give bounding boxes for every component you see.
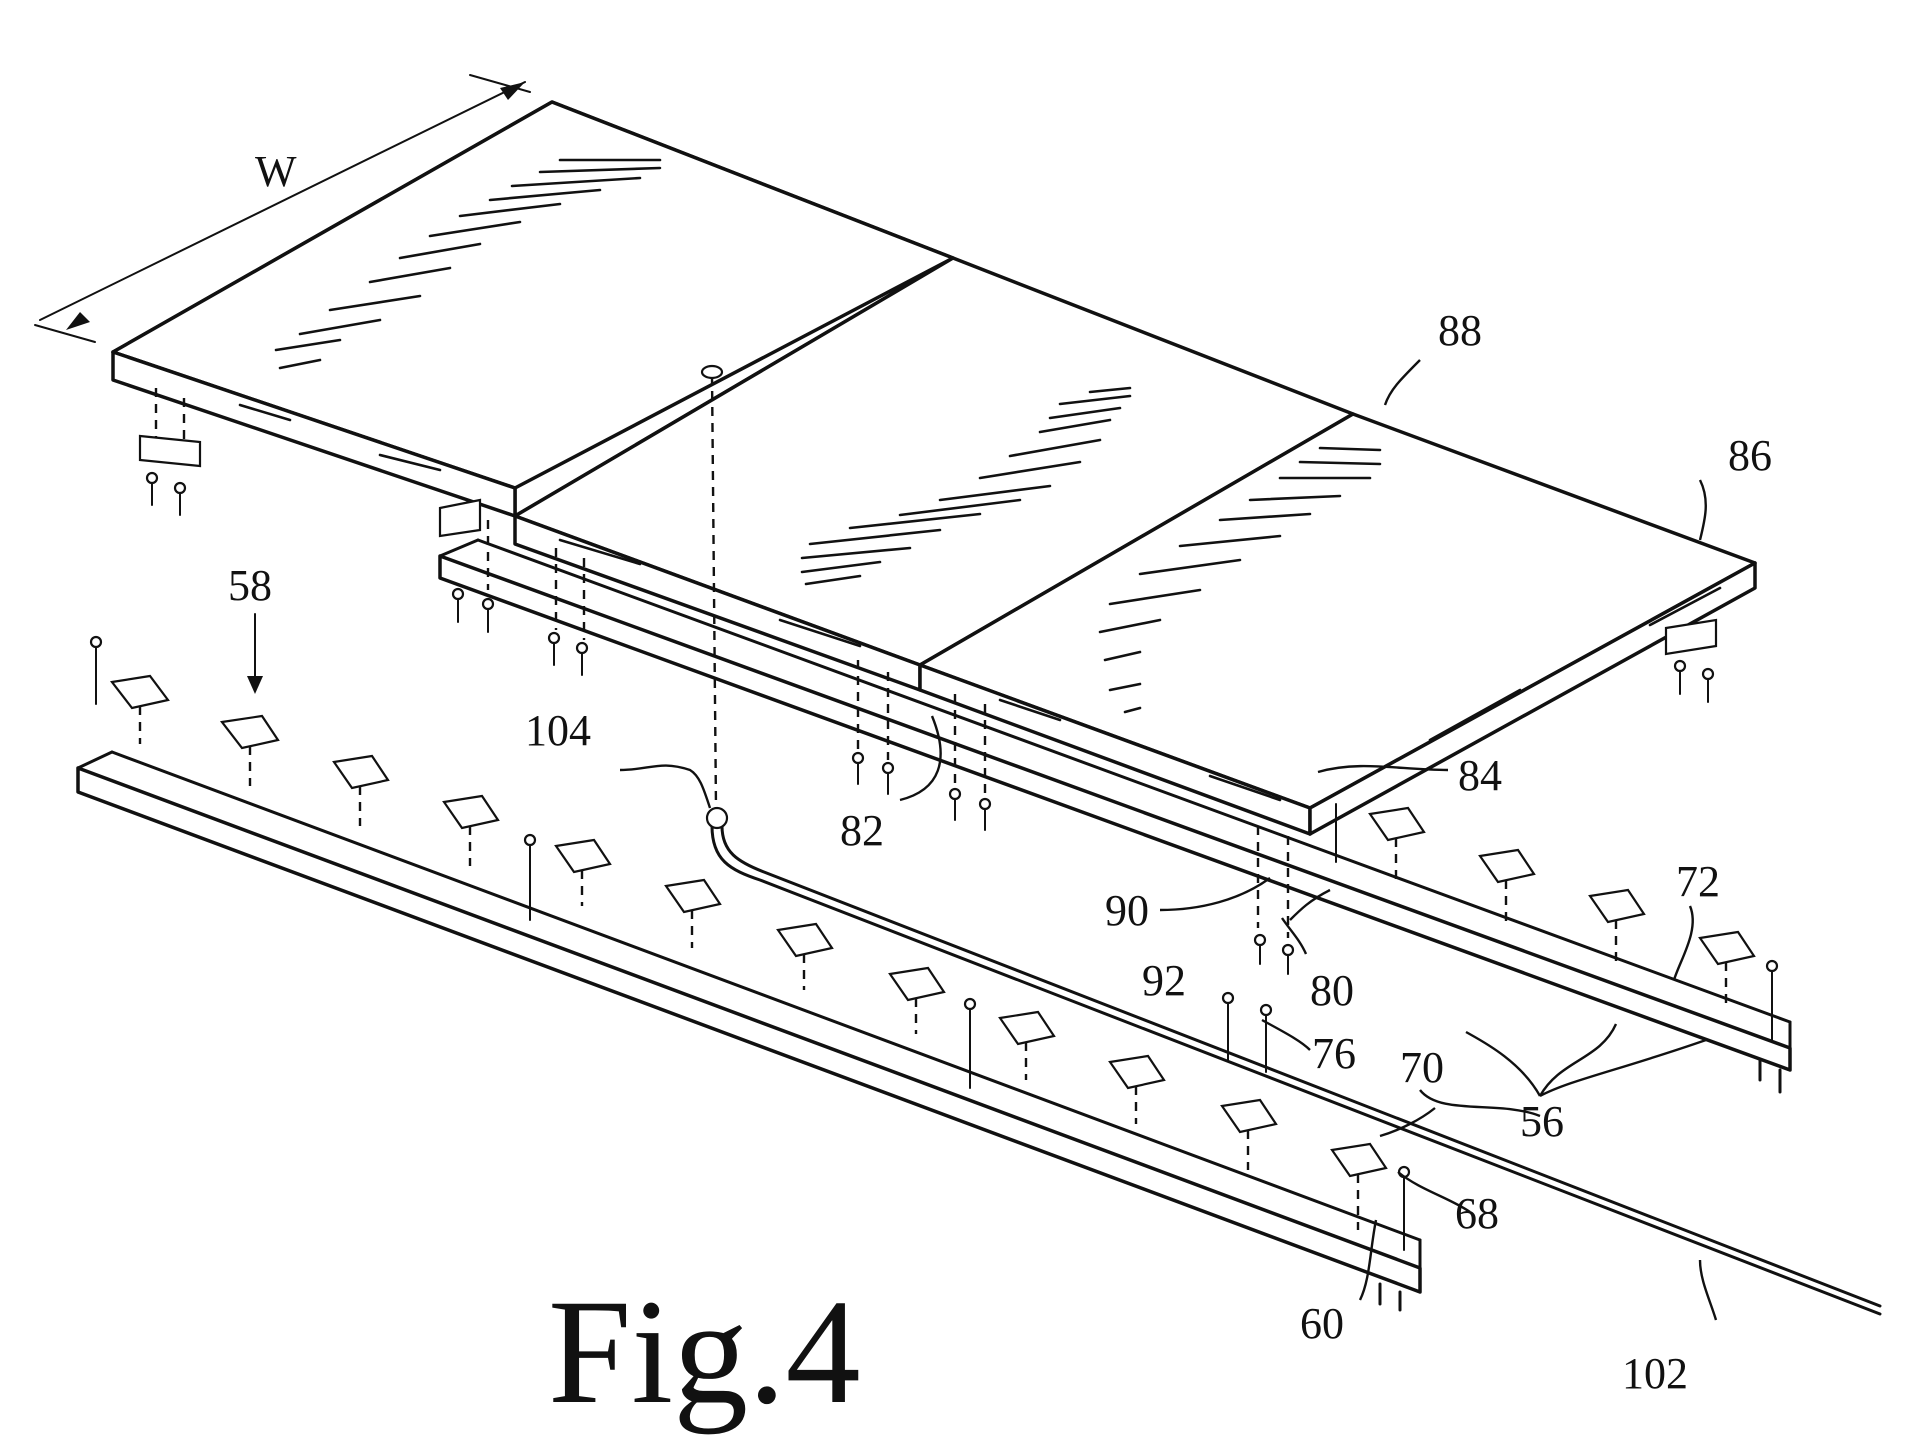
clip-f4 xyxy=(444,796,498,866)
front-rail xyxy=(78,752,1420,1310)
clip-f2 xyxy=(222,716,278,786)
ref-58: 58 xyxy=(228,561,272,610)
ref-102: 102 xyxy=(1622,1349,1688,1398)
clip-f11 xyxy=(1222,1100,1276,1170)
ref-56: 56 xyxy=(1520,1097,1564,1146)
clip-f8 xyxy=(890,968,944,1034)
clip-f1 xyxy=(112,676,168,744)
width-label: W xyxy=(255,147,297,196)
clip-f5 xyxy=(556,840,610,906)
clip-f3 xyxy=(334,756,388,826)
ref-90: 90 xyxy=(1105,886,1149,935)
ref-86: 86 xyxy=(1728,431,1772,480)
ref-76: 76 xyxy=(1312,1029,1356,1078)
ref-68: 68 xyxy=(1455,1189,1499,1238)
ref-104: 104 xyxy=(525,706,591,755)
clip-f9 xyxy=(1000,1012,1054,1080)
ref-84: 84 xyxy=(1458,751,1502,800)
ref-60: 60 xyxy=(1300,1299,1344,1348)
ref-82: 82 xyxy=(840,806,884,855)
ref-70: 70 xyxy=(1400,1043,1444,1092)
ref-72: 72 xyxy=(1676,857,1720,906)
ref-80: 80 xyxy=(1310,966,1354,1015)
clip-f10 xyxy=(1110,1056,1164,1124)
figure-caption: Fig.4 xyxy=(548,1269,861,1435)
clip-f6 xyxy=(666,880,720,948)
ref-92: 92 xyxy=(1142,956,1186,1005)
ref-88: 88 xyxy=(1438,306,1482,355)
clip-f7 xyxy=(778,924,832,990)
